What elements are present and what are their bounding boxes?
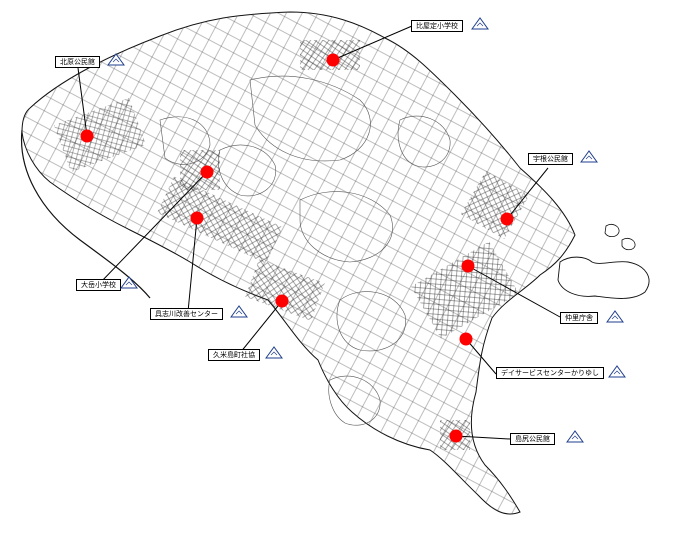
offshore-island-small-2 [621,238,636,251]
marker-hiyajo[interactable] [326,53,340,67]
triangle-icon-gushikawa [230,305,248,318]
label-otake[interactable]: 大岳小学校 [76,279,121,291]
marker-gushikawa[interactable] [190,211,204,225]
marker-kitahara[interactable] [80,129,94,143]
marker-ueki[interactable] [500,212,514,226]
settlements [53,40,530,450]
triangle-icon-hiyajo [471,17,489,30]
label-hiyajo[interactable]: 比屋定小学校 [411,20,463,32]
triangle-icon-nakazato [606,310,624,323]
marker-kariyushi[interactable] [459,332,473,346]
marker-nakazato[interactable] [461,259,475,273]
marker-shakyo[interactable] [275,294,289,308]
label-shakyo[interactable]: 久米島町社協 [208,349,260,361]
label-kitahara[interactable]: 北原公民館 [55,56,100,68]
street-network [22,12,575,515]
triangle-icon-torishima [566,430,584,443]
triangle-icon-kitahara [107,53,125,66]
triangle-icon-shakyo [265,346,283,359]
label-kariyushi[interactable]: デイサービスセンターかりゆし [496,367,604,379]
triangle-icon-kariyushi [608,365,626,378]
label-torishima[interactable]: 島尻公民館 [510,433,555,445]
coastline-strip [20,129,151,299]
leader-lines [77,25,561,440]
label-nakazato[interactable]: 仲里庁舎 [560,312,598,324]
offshore-island-ou [557,256,650,299]
offshore-island-small-1 [604,224,620,238]
triangle-icon-ueki [580,150,598,163]
triangle-icon-otake [120,276,138,289]
label-ueki[interactable]: 宇根公民館 [528,153,573,165]
location-markers [80,53,514,443]
marker-torishima[interactable] [449,429,463,443]
label-gushikawa[interactable]: 具志川改善センター [150,308,223,320]
terrain-contours [159,75,451,426]
marker-otake[interactable] [200,165,214,179]
